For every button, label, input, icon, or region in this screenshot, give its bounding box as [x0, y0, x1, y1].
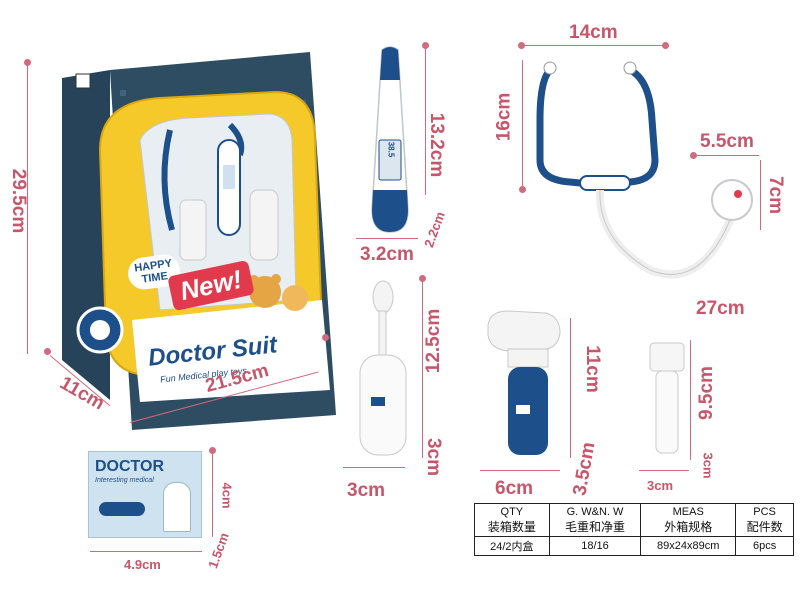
- steth-width-label: 14cm: [569, 22, 618, 43]
- card-height-label: 4cm: [219, 482, 235, 509]
- torch-height-line: [690, 340, 691, 460]
- mirror-height-label: 12.5cm: [423, 308, 445, 374]
- dimension-dot: [518, 42, 525, 49]
- thermometer-display: 38.5: [386, 141, 396, 158]
- thermo-width-label: 3.2cm: [360, 244, 414, 265]
- card-width-label: 4.9cm: [124, 557, 161, 572]
- chest-width-line: [693, 155, 759, 156]
- otoscope-height-label: 11cm: [581, 345, 603, 393]
- otoscope-width-label: 6cm: [495, 478, 534, 499]
- torch-depth-label: 3cm: [700, 452, 716, 479]
- thermo-height-line: [425, 45, 426, 195]
- package-illustration: [62, 52, 336, 430]
- dimension-dot: [662, 42, 669, 49]
- steth-height-label: 16cm: [493, 92, 515, 142]
- torch-height-label: 9.5cm: [695, 366, 717, 420]
- spec-meas-value: 89x24x89cm: [640, 536, 737, 556]
- card-depth-label: 1.5cm: [205, 530, 232, 571]
- dimension-dot: [322, 334, 329, 341]
- dimension-dot: [690, 152, 697, 159]
- thermo-height-label: 13.2cm: [426, 112, 448, 178]
- card-pill-graphic: [99, 502, 145, 516]
- card-width-line: [90, 551, 202, 552]
- dimension-dot: [422, 42, 429, 49]
- card-subtitle: Interesting medical: [95, 477, 154, 484]
- spec-qty-value: 24/2内盒: [474, 536, 550, 556]
- spec-value-row: 24/2内盒 18/16 89x24x89cm 6pcs: [474, 536, 794, 556]
- torch-width-label: 3cm: [647, 478, 674, 493]
- mirror-width-label: 3cm: [347, 480, 386, 501]
- thermo-depth-label: 2.2cm: [421, 209, 448, 250]
- mirror-depth-label: 3cm: [423, 437, 445, 477]
- doctor-card: DOCTOR Interesting medical: [88, 451, 202, 538]
- flashlight-illustration: [649, 342, 685, 454]
- dimension-dot: [44, 348, 51, 355]
- card-title: DOCTOR: [95, 458, 165, 475]
- box-height-label: 29.5cm: [8, 168, 30, 234]
- chest-height-line: [760, 160, 761, 230]
- thermo-width-line: [356, 238, 418, 239]
- card-doctor-figure: [163, 482, 191, 532]
- spec-pcs-value: 6pcs: [735, 536, 794, 556]
- torch-width-line: [639, 470, 689, 471]
- otoscope-height-line: [570, 318, 571, 458]
- mouth-mirror-illustration: [359, 280, 407, 456]
- box-height-line: [27, 62, 28, 354]
- stethoscope-illustration: [536, 61, 753, 279]
- steth-width-line: [521, 45, 665, 46]
- tube-length-label: 27cm: [696, 298, 745, 319]
- chest-width-label: 5.5cm: [700, 131, 754, 152]
- dimension-dot: [24, 59, 31, 66]
- otoscope-width-line: [480, 470, 560, 471]
- steth-height-line: [522, 60, 523, 190]
- dimension-dot: [419, 275, 426, 282]
- spec-weight-value: 18/16: [548, 536, 642, 556]
- mirror-width-line: [343, 467, 405, 468]
- thermometer-illustration: [371, 46, 409, 233]
- mirror-height-line: [422, 278, 423, 458]
- card-height-line: [212, 451, 213, 537]
- chest-height-label: 7cm: [765, 175, 787, 215]
- otoscope-illustration: [487, 310, 561, 455]
- dimension-dot: [519, 186, 526, 193]
- dimension-dot: [209, 447, 216, 454]
